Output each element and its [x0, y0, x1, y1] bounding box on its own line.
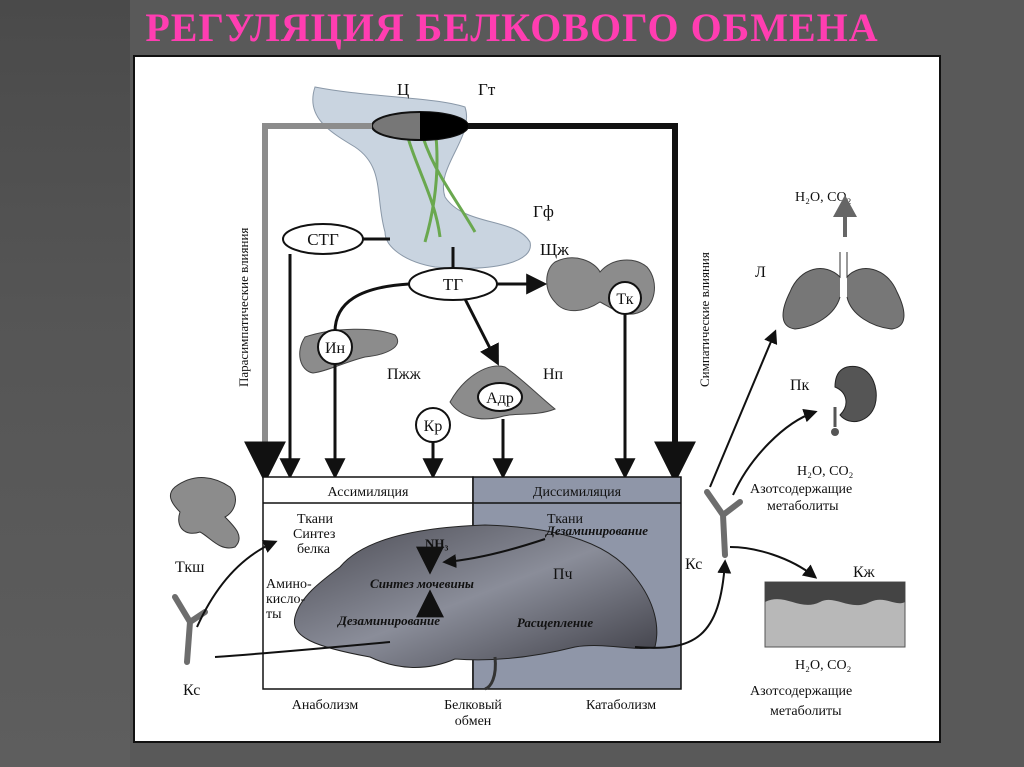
label-azot-bottom-1: Азотсодержащие [750, 684, 852, 699]
label-tk: Тк [616, 291, 633, 308]
label-gt: Гт [478, 80, 496, 99]
adr-ellipse [477, 382, 523, 412]
label-azot-bottom-2: метаболиты [770, 704, 842, 719]
label-tkani-left-3: белка [297, 542, 331, 557]
label-ks-right: Кс [685, 556, 702, 573]
label-amino-2: кисло- [266, 592, 305, 607]
label-parasympathetic: Парасимпатические влияния [236, 228, 251, 387]
label-shzh: Щж [540, 240, 569, 259]
kidney-icon [834, 365, 877, 423]
vessel-right-icon [704, 489, 743, 558]
diagram-canvas: Ц Гт Гф Щж Парасимпатические влияния Сим… [169, 80, 906, 729]
label-kzh: Кж [853, 564, 876, 581]
label-deamin-bottom: Дезаминирование [337, 613, 440, 628]
label-assimilation: Ассимиляция [328, 485, 409, 500]
label-amino-1: Амино- [266, 577, 312, 592]
exhale-arrow [833, 195, 857, 237]
background-shade [0, 0, 130, 767]
label-catabolism: Катаболизм [586, 698, 656, 713]
label-l: Л [755, 264, 766, 281]
label-ts: Ц [397, 80, 409, 99]
label-azot-mid-2: метаболиты [767, 499, 839, 514]
label-ksh: Ткш [175, 559, 205, 576]
label-stg: СТГ [307, 230, 339, 249]
parasympathetic-path [244, 123, 372, 484]
label-tkani-right: Ткани [547, 512, 583, 527]
tissue-icon [169, 477, 240, 549]
label-deamin-top: Дезаминирование [545, 523, 648, 538]
sympathetic-path [468, 123, 696, 484]
label-anabolism: Анаболизм [292, 698, 359, 713]
label-h2o-co2-top: H₂O, CO₂ [795, 190, 852, 205]
label-nh3: NH₃ [425, 536, 449, 551]
label-h2o-co2-bottom: H₂O, CO₂ [795, 658, 852, 673]
label-dissimilation: Диссимиляция [533, 485, 622, 500]
label-tg: ТГ [443, 275, 463, 294]
label-tkani-left-1: Ткани [297, 512, 333, 527]
label-pk: Пк [790, 377, 810, 394]
label-pzhzh: Пжж [387, 366, 422, 383]
label-amino-3: ты [266, 607, 282, 622]
label-protein-exchange-1: Белковый [444, 698, 502, 713]
label-ks-left: Кс [183, 682, 200, 699]
label-protein-exchange-2: обмен [455, 714, 492, 729]
label-h2o-co2-mid: H₂O, CO₂ [797, 464, 854, 479]
label-kr: Кр [424, 418, 443, 435]
label-gf: Гф [533, 202, 554, 221]
liver-shape [293, 524, 658, 668]
label-azot-mid-1: Азотсодержащие [750, 482, 852, 497]
label-in: Ин [325, 340, 346, 357]
label-split: Расщепление [517, 615, 593, 630]
vessel-left-icon [172, 594, 208, 665]
label-np: Нп [543, 366, 564, 383]
regulation-diagram: Ц Гт Гф Щж Парасимпатические влияния Сим… [133, 55, 941, 743]
label-adr: Адр [486, 390, 514, 407]
slide-title: РЕГУЛЯЦИЯ БЕЛКОВОГО ОБМЕНА [145, 5, 879, 50]
label-urea: Синтез мочевины [370, 576, 474, 591]
label-tkani-left-2: Синтез [293, 527, 336, 542]
label-sympathetic: Симпатические влияния [697, 252, 712, 387]
label-pch: Пч [553, 566, 573, 583]
lungs-icon [782, 252, 905, 330]
